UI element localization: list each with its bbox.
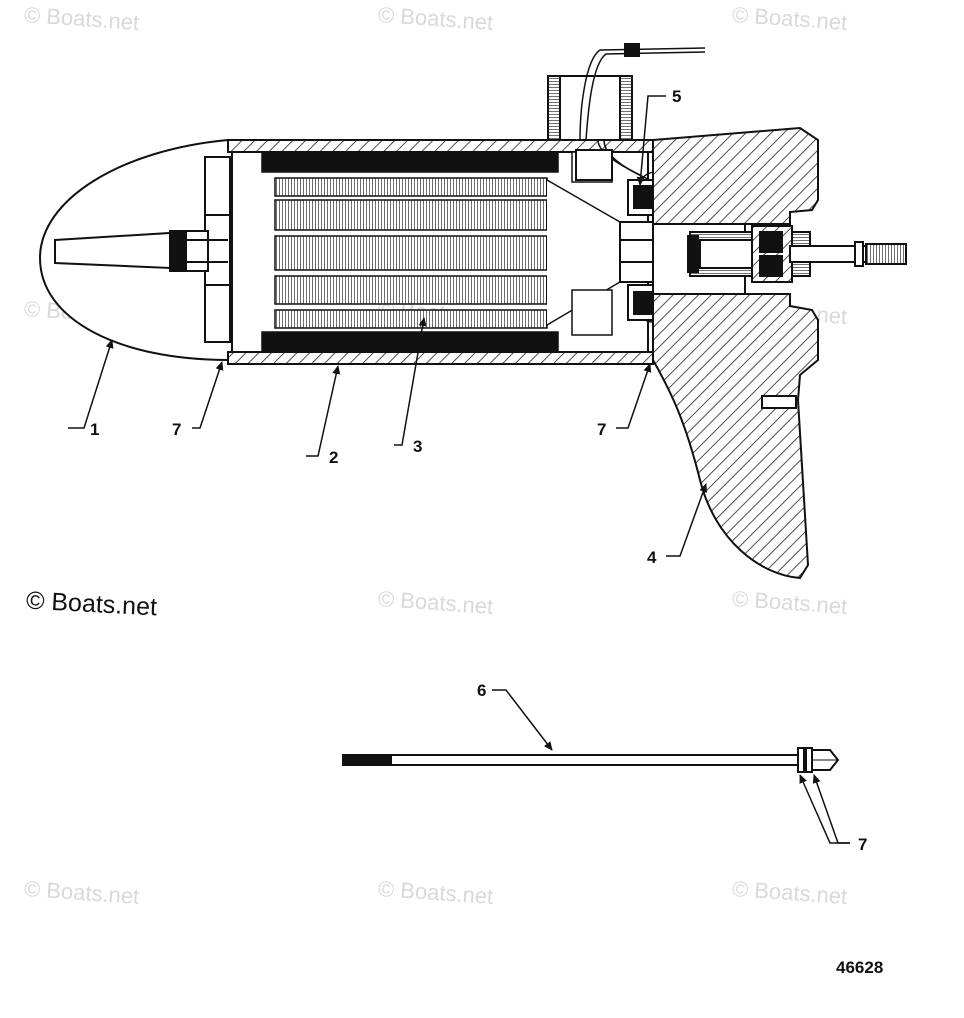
callout-4: 4 bbox=[647, 548, 657, 567]
callout-5: 5 bbox=[672, 87, 682, 106]
callout-7: 7 bbox=[597, 420, 607, 439]
callout-7: 7 bbox=[172, 420, 182, 439]
through-bolt bbox=[342, 747, 840, 773]
armature bbox=[261, 151, 621, 353]
callout-2: 2 bbox=[329, 448, 339, 467]
output-shaft bbox=[687, 225, 907, 283]
callout-1: 1 bbox=[90, 420, 100, 439]
nose-cone bbox=[38, 139, 231, 361]
callout-7: 7 bbox=[858, 835, 868, 854]
cord-riser bbox=[547, 43, 706, 181]
leader-lines bbox=[68, 95, 708, 557]
callout-3: 3 bbox=[413, 437, 423, 456]
bolt-leader-lines bbox=[492, 689, 850, 844]
skeg-housing bbox=[652, 126, 819, 580]
drawing-number: 46628 bbox=[836, 958, 884, 977]
callout-6: 6 bbox=[477, 681, 487, 700]
